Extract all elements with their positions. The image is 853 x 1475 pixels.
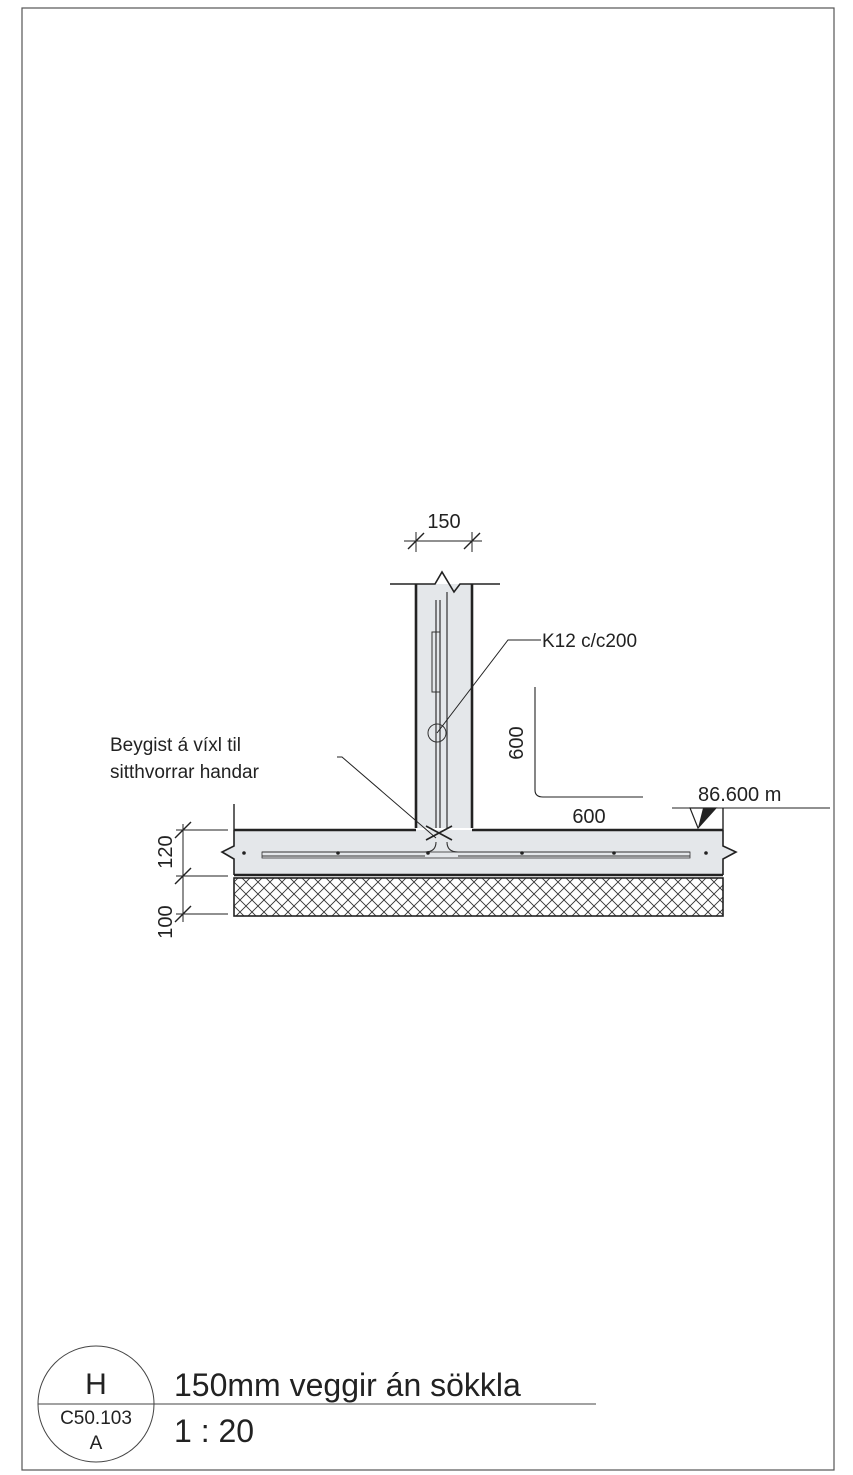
rebar-marker-circle — [427, 723, 447, 743]
dim-vertical-text: 600 — [506, 726, 528, 759]
drawing-title: 150mm veggir án sökkla — [174, 1367, 521, 1403]
note-line-1: Beygist á víxl til — [110, 735, 241, 756]
rebar-leader: K12 c/c200 — [436, 631, 637, 734]
revision-letter: A — [90, 1433, 103, 1454]
note-line-2: sitthvorrar handar — [110, 762, 260, 783]
level-marker: 86.600 m — [672, 784, 830, 830]
dimension-slab-insulation: 120 100 — [155, 821, 228, 939]
concrete-wall — [390, 570, 500, 828]
reinforcement-length-bracket: 600 600 — [506, 687, 643, 828]
detail-letter: H — [85, 1368, 107, 1401]
dim-slab-text: 120 — [155, 835, 177, 868]
dimension-wall-thickness: 150 — [404, 511, 482, 552]
insulation-layer — [233, 877, 724, 917]
dim-insulation-text: 100 — [155, 905, 177, 938]
concrete-slab — [220, 804, 738, 877]
sheet-reference: C50.103 — [60, 1408, 132, 1429]
drawing-scale: 1 : 20 — [174, 1413, 254, 1449]
dim-horizontal-text: 600 — [572, 806, 605, 828]
level-label: 86.600 m — [698, 784, 781, 806]
bend-note: Beygist á víxl til sitthvorrar handar — [110, 735, 437, 839]
dim-wall-thickness-text: 150 — [427, 511, 460, 533]
title-block: H C50.103 A 150mm veggir án sökkla 1 : 2… — [37, 1345, 596, 1463]
rebar-label: K12 c/c200 — [542, 631, 637, 652]
wall-break-line — [390, 570, 500, 594]
